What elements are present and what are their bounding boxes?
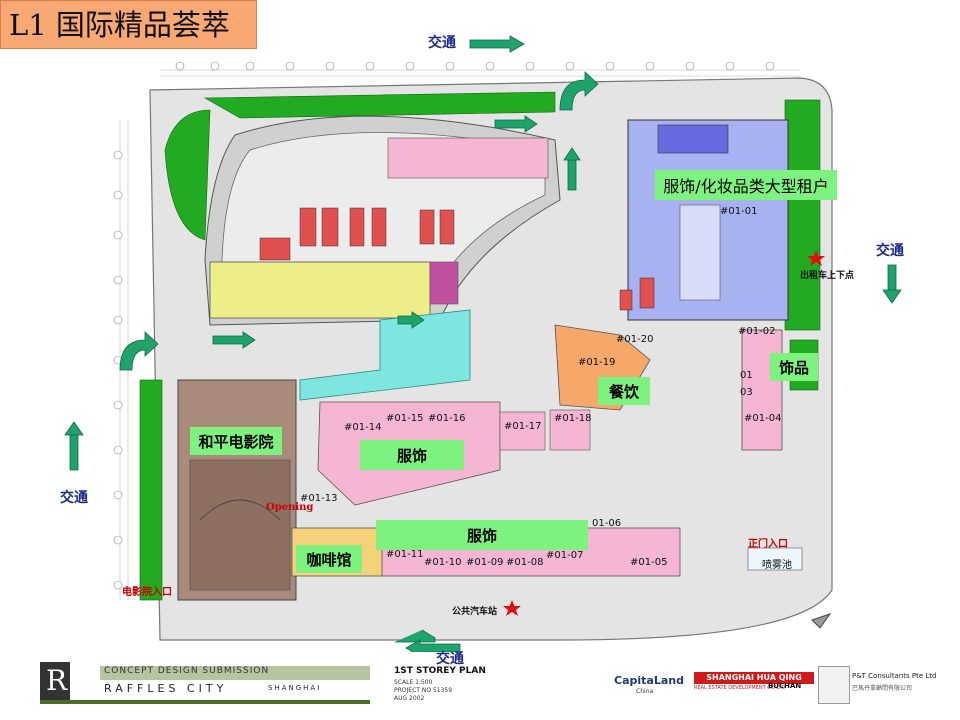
logo-letter: R [46,664,68,697]
pt-logo-mark [818,666,850,704]
zone-label-fashion-lower: 服饰 [376,520,588,550]
drawing-scale: SCALE 1:500 [394,679,433,686]
bus-stop-label: 公共汽车站 [452,607,498,617]
zone-label-fashion-upper: 服饰 [360,440,464,470]
unit-0114: #01-14 [344,422,382,433]
unit-0119: #01-19 [578,357,616,368]
unit-0117: #01-17 [504,421,542,432]
planting [139,91,821,601]
unit-0110: #01-10 [424,557,462,568]
project-name: RAFFLES CITY [104,682,228,695]
zone-label-cafe: 咖啡馆 [296,545,362,573]
unit-0103b: 03 [740,387,753,398]
north-arrow [811,613,832,629]
accessory-zone [741,329,783,451]
traffic-label-left: 交通 [60,490,88,506]
traffic-label-right: 交通 [876,243,904,259]
pt-name: P&T Consultants Pte Ltd [852,672,937,680]
unit-0105: #01-05 [630,557,668,568]
floor-plan [64,35,902,652]
unit-0101: #01-01 [720,206,758,217]
zone-label-accessories: 饰品 [770,353,818,381]
unit-0118: #01-18 [554,413,592,424]
traffic-label-top: 交通 [428,35,456,51]
zone-label-dining: 餐饮 [598,377,650,405]
unit-0103a: 01 [740,370,753,381]
drawing-title: 1ST STOREY PLAN [394,666,486,676]
zone-label-cinema: 和平电影院 [190,427,282,455]
opening-label: Opening [266,502,314,513]
capitaland-logo: CapitaLand [614,674,684,687]
unit-0104: #01-04 [744,413,782,424]
traffic-label-bottom: 交通 [436,651,464,667]
unit-0108: #01-08 [506,557,544,568]
logo-mark [40,662,70,702]
unit-0115: #01-15 [386,413,424,424]
submission-text: CONCEPT DESIGN SUBMISSION [104,666,270,676]
submission-bar [100,666,370,680]
unit-0107: #01-07 [546,550,584,561]
huaqing-sub: REAL ESTATE DEVELOPMENT CO LTD [694,685,786,691]
unit-0106: 01-06 [592,518,622,529]
unit-0109: #01-09 [466,557,504,568]
zone-label-anchor: 服饰/化妆品类大型租户 [655,170,837,200]
grid-bubbles [113,61,775,590]
drawing-date: AUG 2002 [394,695,425,702]
capitaland-sub: China [636,688,654,695]
unit-0116: #01-16 [428,413,466,424]
pt-name-cn: 巴馬丹拿顧問有限公司 [852,685,913,692]
fountain-label: 喷雾池 [762,560,792,571]
main-entrance-label: 正门入口 [748,539,788,550]
taxi-stop-label: 出租车上下点 [800,271,855,281]
traffic-arrows [64,35,902,652]
atrium-cyan [299,309,471,401]
markers [503,250,825,616]
page-title: L1 国际精品荟萃 [0,0,257,49]
unit-0120: #01-20 [616,334,654,345]
footer-swoosh [40,700,370,704]
buchan-logo: BUCHAN [768,682,802,690]
unit-0102: #01-02 [738,326,776,337]
huaqing-logo: SHANGHAI HUA QING [694,672,814,684]
drawing-project-no: PROJECT NO 51359 [394,687,453,694]
core-stairs [259,207,455,261]
unit-0113: #01-13 [300,493,338,504]
title-block: R CONCEPT DESIGN SUBMISSION RAFFLES CITY… [0,652,960,720]
unit-0111: #01-11 [386,549,424,560]
cinema-entrance-label: 电影院入口 [122,587,172,598]
city-name: SHANGHAI [268,684,322,692]
